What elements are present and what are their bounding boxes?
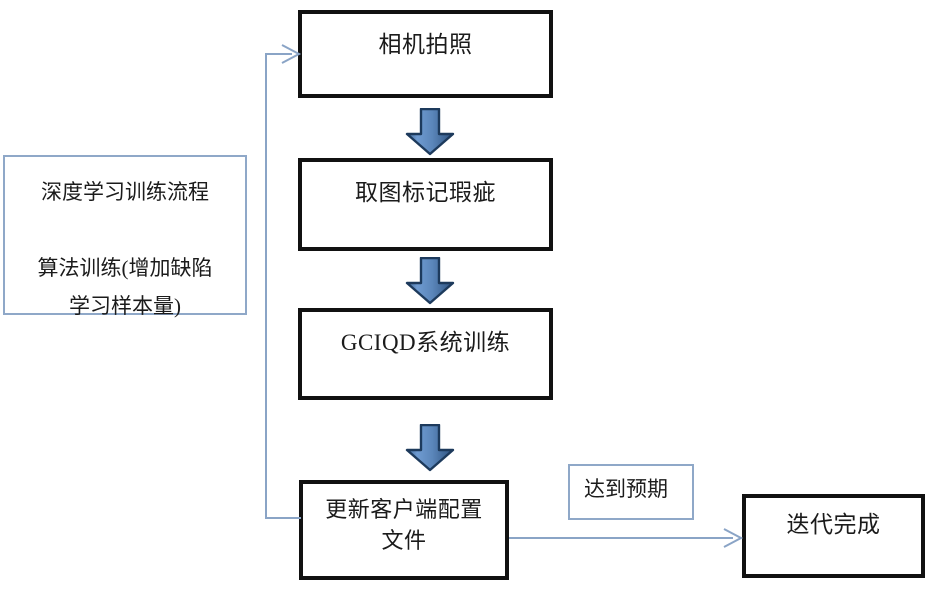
node-update-config[interactable]: 更新客户端配置 文件 — [299, 480, 509, 580]
node-annotate-label: 取图标记瑕疵 — [355, 180, 496, 205]
node-train-label: GCIQD系统训练 — [340, 330, 511, 355]
node-capture[interactable]: 相机拍照 — [298, 10, 553, 98]
training-process-note-text: 深度学习训练流程 算法训练(增加缺陷 学习样本量) — [37, 180, 213, 318]
training-process-note-box: 深度学习训练流程 算法训练(增加缺陷 学习样本量) — [3, 155, 247, 318]
node-done[interactable]: 迭代完成 — [742, 494, 925, 578]
block-arrow-train-to-update — [404, 424, 456, 472]
node-train[interactable]: GCIQD系统训练 — [298, 308, 553, 400]
node-update-config-label: 更新客户端配置 文件 — [325, 497, 483, 553]
arrowhead-feedback-to-capture-icon — [280, 43, 302, 65]
arrowhead-update-to-done-icon — [722, 527, 744, 549]
edge-label-expectation-met-text: 达到预期 — [584, 477, 668, 501]
connector-feedback-bottom-segment — [265, 517, 301, 519]
node-annotate[interactable]: 取图标记瑕疵 — [298, 158, 553, 251]
connector-update-to-done-line — [509, 537, 733, 539]
connector-feedback-top-segment — [265, 53, 292, 55]
block-arrow-capture-to-annotate — [404, 108, 456, 156]
edge-label-expectation-met: 达到预期 — [568, 464, 694, 520]
node-capture-label: 相机拍照 — [378, 32, 473, 57]
connector-feedback-vertical-segment — [265, 53, 267, 519]
block-arrow-annotate-to-train — [404, 257, 456, 305]
node-done-label: 迭代完成 — [786, 512, 881, 537]
